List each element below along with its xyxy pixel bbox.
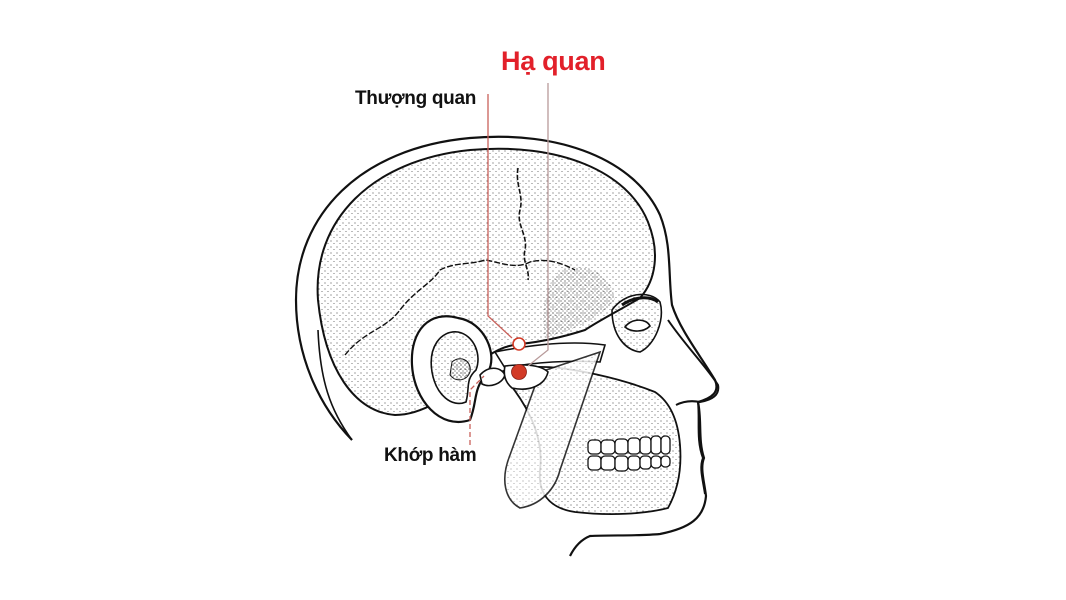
- brow: [621, 296, 659, 307]
- leader-ha-quan: [527, 83, 549, 367]
- cranium: [316, 147, 656, 417]
- ramus-shade: [504, 352, 600, 508]
- eye: [623, 319, 651, 332]
- squamosal-suture: [344, 259, 576, 356]
- lip-profile: [697, 401, 706, 495]
- head-outline: [294, 135, 718, 557]
- leader-thuong-quan: [487, 94, 513, 339]
- ear-canal: [449, 358, 471, 381]
- label-khop-ham: Khớp hàm: [384, 445, 477, 466]
- teeth: [587, 435, 671, 472]
- label-ha-quan: Hạ quan: [501, 46, 606, 76]
- leader-khop-ham: [469, 375, 485, 445]
- ha-quan-marker: [511, 364, 527, 380]
- label-thuong-quan: Thượng quan: [355, 88, 477, 109]
- nose: [667, 319, 720, 406]
- neck-back: [317, 329, 353, 441]
- thuong-quan-marker: [512, 337, 526, 351]
- temporal-shading: [543, 267, 615, 338]
- coronal-suture: [516, 167, 530, 281]
